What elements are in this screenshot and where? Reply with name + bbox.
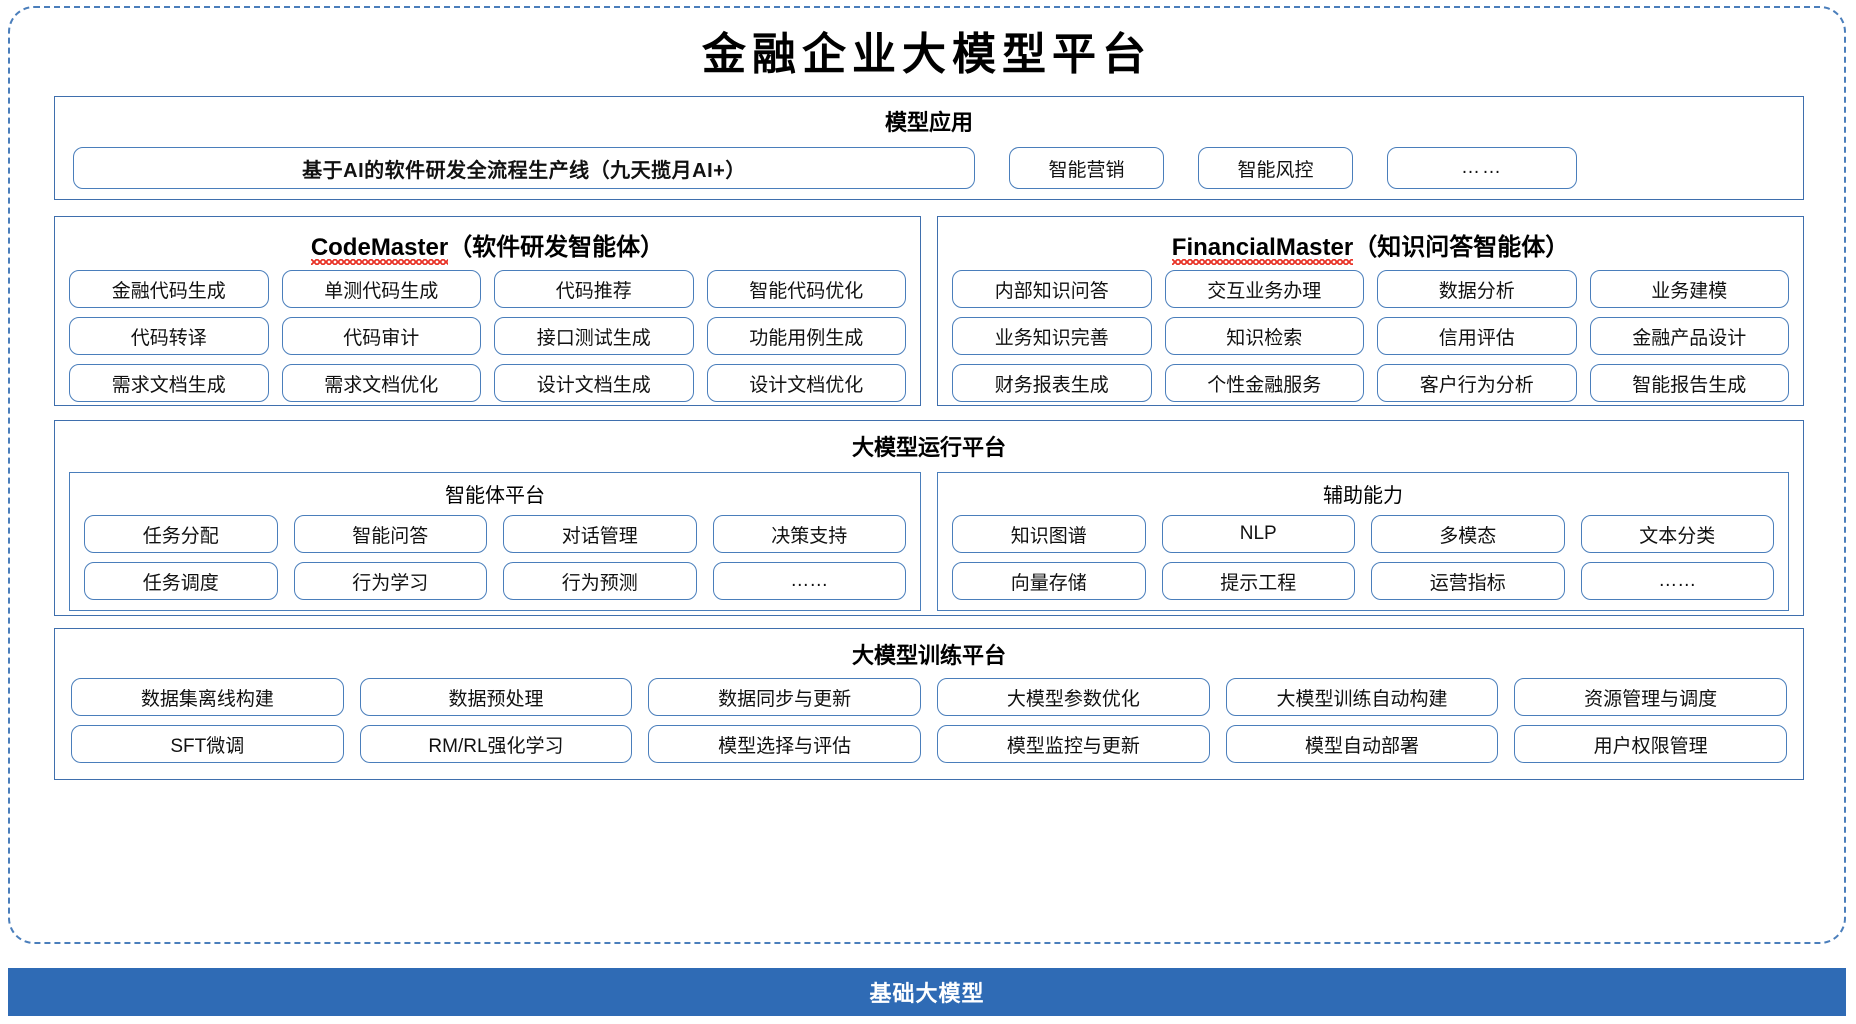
agent-name-en-codemaster: CodeMaster bbox=[310, 234, 449, 265]
runtime-item[interactable]: NLP bbox=[1161, 515, 1355, 553]
capability-item[interactable]: 需求文档优化 bbox=[281, 364, 481, 402]
training-item[interactable]: 数据预处理 bbox=[359, 678, 633, 716]
capability-item[interactable]: 代码转译 bbox=[69, 317, 269, 355]
runtime-item[interactable]: 任务调度 bbox=[84, 562, 278, 600]
training-item[interactable]: 模型监控与更新 bbox=[936, 725, 1210, 763]
model-applications-row: 基于AI的软件研发全流程生产线（九天揽月AI+） 智能营销 智能风控 …… bbox=[55, 147, 1803, 189]
training-item[interactable]: 模型选择与评估 bbox=[648, 725, 921, 763]
training-items-grid: 数据集离线构建 数据预处理 数据同步与更新 大模型参数优化 大模型训练自动构建 … bbox=[55, 670, 1803, 773]
capability-item[interactable]: 代码推荐 bbox=[494, 270, 694, 308]
agent-capability-grid-financialmaster: 内部知识问答 交互业务办理 数据分析 业务建模 业务知识完善 知识检索 信用评估… bbox=[938, 262, 1803, 412]
runtime-group-agent-platform: 智能体平台 任务分配 智能问答 对话管理 决策支持 任务调度 行为学习 行为预测… bbox=[69, 472, 921, 611]
runtime-item[interactable]: 行为预测 bbox=[503, 562, 697, 600]
capability-item[interactable]: 功能用例生成 bbox=[706, 317, 906, 355]
runtime-item[interactable]: 决策支持 bbox=[712, 515, 906, 553]
platform-outer-container: 金融企业大模型平台 模型应用 基于AI的软件研发全流程生产线（九天揽月AI+） … bbox=[8, 6, 1846, 944]
agent-name-cn-financialmaster: （知识问答智能体） bbox=[1353, 234, 1570, 261]
base-model-bar: 基础大模型 bbox=[8, 968, 1846, 1016]
runtime-item[interactable]: 向量存储 bbox=[952, 562, 1146, 600]
capability-item[interactable]: 业务知识完善 bbox=[952, 317, 1152, 355]
capability-item[interactable]: 单测代码生成 bbox=[281, 270, 481, 308]
training-item[interactable]: 大模型训练自动构建 bbox=[1225, 678, 1499, 716]
spellcheck-squiggle-icon bbox=[1171, 259, 1354, 265]
capability-item[interactable]: 业务建模 bbox=[1589, 270, 1789, 308]
spellcheck-squiggle-icon bbox=[310, 259, 449, 265]
training-item[interactable]: 模型自动部署 bbox=[1225, 725, 1499, 763]
runtime-group-items-agent-platform: 任务分配 智能问答 对话管理 决策支持 任务调度 行为学习 行为预测 …… bbox=[70, 508, 920, 610]
agent-title-codemaster: CodeMaster（软件研发智能体） bbox=[55, 217, 920, 265]
runtime-item[interactable]: 文本分类 bbox=[1580, 515, 1774, 553]
runtime-item[interactable]: 知识图谱 bbox=[952, 515, 1146, 553]
training-item[interactable]: 大模型参数优化 bbox=[936, 678, 1210, 716]
runtime-group-title-support-capabilities: 辅助能力 bbox=[1323, 485, 1403, 507]
capability-item[interactable]: 需求文档生成 bbox=[69, 364, 269, 402]
runtime-item[interactable]: 运营指标 bbox=[1371, 562, 1565, 600]
app-item-smart-marketing[interactable]: 智能营销 bbox=[1009, 147, 1164, 189]
capability-item[interactable]: 信用评估 bbox=[1377, 317, 1577, 355]
capability-item[interactable]: 知识检索 bbox=[1164, 317, 1364, 355]
capability-item[interactable]: 数据分析 bbox=[1377, 270, 1577, 308]
training-item[interactable]: 资源管理与调度 bbox=[1514, 678, 1787, 716]
base-model-label: 基础大模型 bbox=[869, 981, 985, 1006]
runtime-group-support-capabilities: 辅助能力 知识图谱 NLP 多模态 文本分类 向量存储 提示工程 运营指标 …… bbox=[937, 472, 1789, 611]
agent-title-financialmaster: FinancialMaster（知识问答智能体） bbox=[938, 217, 1803, 265]
training-item[interactable]: 数据同步与更新 bbox=[648, 678, 921, 716]
capability-item[interactable]: 设计文档生成 bbox=[494, 364, 694, 402]
capability-item[interactable]: 代码审计 bbox=[281, 317, 481, 355]
capability-item[interactable]: 接口测试生成 bbox=[494, 317, 694, 355]
runtime-item[interactable]: 任务分配 bbox=[84, 515, 278, 553]
runtime-group-title-agent-platform: 智能体平台 bbox=[445, 485, 545, 507]
runtime-item[interactable]: 提示工程 bbox=[1161, 562, 1355, 600]
runtime-group-items-support-capabilities: 知识图谱 NLP 多模态 文本分类 向量存储 提示工程 运营指标 …… bbox=[938, 508, 1788, 610]
app-item-ellipsis[interactable]: …… bbox=[1387, 147, 1577, 189]
section-title-runtime-platform: 大模型运行平台 bbox=[851, 435, 1006, 460]
agent-panel-codemaster: CodeMaster（软件研发智能体） 金融代码生成 单测代码生成 代码推荐 智… bbox=[54, 216, 921, 406]
training-item[interactable]: SFT微调 bbox=[71, 725, 344, 763]
capability-item[interactable]: 内部知识问答 bbox=[952, 270, 1152, 308]
section-title-model-applications: 模型应用 bbox=[884, 110, 973, 135]
agent-capability-grid-codemaster: 金融代码生成 单测代码生成 代码推荐 智能代码优化 代码转译 代码审计 接口测试… bbox=[55, 262, 920, 412]
training-item[interactable]: RM/RL强化学习 bbox=[359, 725, 633, 763]
capability-item[interactable]: 设计文档优化 bbox=[706, 364, 906, 402]
capability-item[interactable]: 个性金融服务 bbox=[1164, 364, 1364, 402]
capability-item[interactable]: 金融代码生成 bbox=[69, 270, 269, 308]
capability-item[interactable]: 客户行为分析 bbox=[1377, 364, 1577, 402]
capability-item[interactable]: 金融产品设计 bbox=[1589, 317, 1789, 355]
capability-item[interactable]: 交互业务办理 bbox=[1164, 270, 1364, 308]
runtime-item[interactable]: 对话管理 bbox=[503, 515, 697, 553]
section-runtime-platform: 大模型运行平台 智能体平台 任务分配 智能问答 对话管理 决策支持 任务调度 行… bbox=[54, 420, 1804, 616]
runtime-item[interactable]: 多模态 bbox=[1371, 515, 1565, 553]
section-model-applications: 模型应用 基于AI的软件研发全流程生产线（九天揽月AI+） 智能营销 智能风控 … bbox=[54, 96, 1804, 200]
capability-item[interactable]: 智能代码优化 bbox=[706, 270, 906, 308]
runtime-item-ellipsis[interactable]: …… bbox=[1580, 562, 1774, 600]
runtime-item[interactable]: 行为学习 bbox=[293, 562, 487, 600]
runtime-item[interactable]: 智能问答 bbox=[293, 515, 487, 553]
training-item[interactable]: 用户权限管理 bbox=[1514, 725, 1787, 763]
agent-name-cn-codemaster: （软件研发智能体） bbox=[448, 234, 665, 261]
runtime-item-ellipsis[interactable]: …… bbox=[712, 562, 906, 600]
page-title: 金融企业大模型平台 bbox=[702, 29, 1152, 80]
capability-item[interactable]: 财务报表生成 bbox=[952, 364, 1152, 402]
app-item-flagship-pipeline[interactable]: 基于AI的软件研发全流程生产线（九天揽月AI+） bbox=[73, 147, 975, 189]
app-item-smart-risk-control[interactable]: 智能风控 bbox=[1198, 147, 1353, 189]
section-training-platform: 大模型训练平台 数据集离线构建 数据预处理 数据同步与更新 大模型参数优化 大模… bbox=[54, 628, 1804, 780]
agents-row: CodeMaster（软件研发智能体） 金融代码生成 单测代码生成 代码推荐 智… bbox=[54, 216, 1804, 406]
agent-panel-financialmaster: FinancialMaster（知识问答智能体） 内部知识问答 交互业务办理 数… bbox=[937, 216, 1804, 406]
training-item[interactable]: 数据集离线构建 bbox=[71, 678, 344, 716]
capability-item[interactable]: 智能报告生成 bbox=[1589, 364, 1789, 402]
section-title-training-platform: 大模型训练平台 bbox=[851, 643, 1006, 668]
runtime-groups: 智能体平台 任务分配 智能问答 对话管理 决策支持 任务调度 行为学习 行为预测… bbox=[55, 462, 1803, 611]
agent-name-en-financialmaster: FinancialMaster bbox=[1171, 234, 1354, 265]
